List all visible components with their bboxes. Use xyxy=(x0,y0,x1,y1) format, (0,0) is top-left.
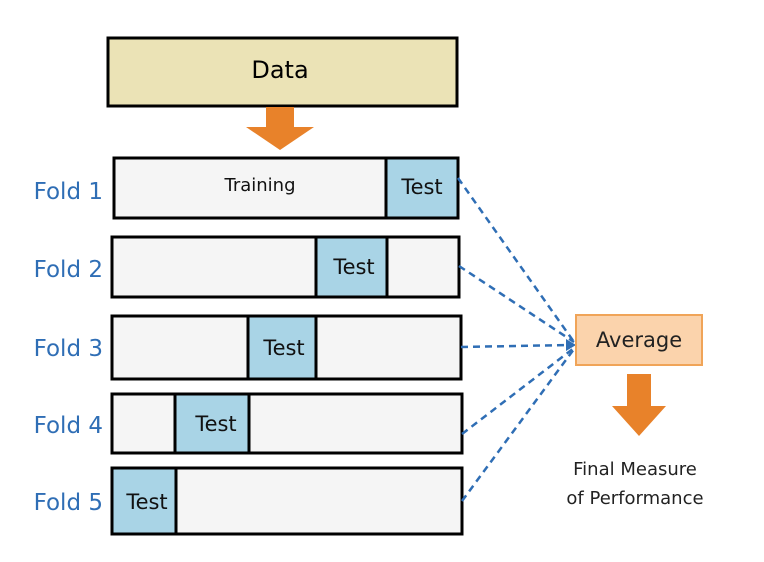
fold-test-segment-2 xyxy=(314,235,389,299)
average-box xyxy=(575,314,703,366)
connector-fold-2 xyxy=(458,264,575,344)
fold-label-4: Fold 4 xyxy=(34,413,103,439)
fold-test-segment-4 xyxy=(173,392,251,455)
fold-row-1: Fold 1 Test Training xyxy=(34,156,460,220)
fold-row-5: Fold 5 Test xyxy=(34,466,464,536)
fold-label-2: Fold 2 xyxy=(34,257,103,283)
fold-label-3: Fold 3 xyxy=(34,336,103,362)
fold-bar-4 xyxy=(110,392,464,455)
fold-test-label-3: Test xyxy=(262,336,304,360)
connector-fold-5 xyxy=(460,348,576,502)
fold-row-2: Fold 2 Test xyxy=(34,235,461,299)
fold-bar-2 xyxy=(110,235,461,299)
connector-fold-1 xyxy=(456,177,576,343)
fold-test-segment-3 xyxy=(246,314,318,381)
average-down-arrow xyxy=(612,374,666,436)
fold-test-segment-5 xyxy=(110,466,178,536)
dashed-connectors xyxy=(456,177,576,502)
result-line-1: Final Measure xyxy=(573,459,697,480)
folds-group: Fold 1 Test Training Fold 2 Test Fold 3 … xyxy=(34,156,464,536)
fold-row-3: Fold 3 Test xyxy=(34,314,463,381)
connector-fold-4 xyxy=(461,347,575,435)
data-box xyxy=(106,36,459,108)
fold-test-label-1: Test xyxy=(400,175,442,199)
fold-test-label-5: Test xyxy=(125,490,167,514)
data-down-arrow xyxy=(246,107,314,150)
training-label: Training xyxy=(223,175,295,196)
result-line-2: of Performance xyxy=(566,488,703,509)
fold-label-1: Fold 1 xyxy=(34,179,103,205)
fold-test-label-2: Test xyxy=(332,255,374,279)
connector-arrowhead-icon xyxy=(566,339,576,351)
average-label: Average xyxy=(596,328,682,352)
fold-test-segment-1 xyxy=(384,156,460,220)
fold-row-4: Fold 4 Test xyxy=(34,392,464,455)
fold-label-5: Fold 5 xyxy=(34,490,103,516)
data-label: Data xyxy=(251,56,308,84)
fold-test-label-4: Test xyxy=(194,412,236,436)
connector-fold-3 xyxy=(460,343,571,349)
